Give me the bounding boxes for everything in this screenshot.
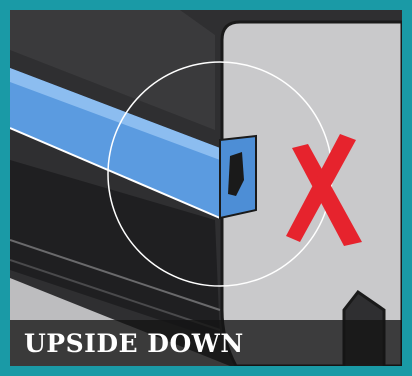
caption-bar: UPSIDE DOWN bbox=[10, 320, 402, 366]
caption-text: UPSIDE DOWN bbox=[24, 329, 244, 358]
upside-down-seal-illustration bbox=[10, 10, 402, 366]
